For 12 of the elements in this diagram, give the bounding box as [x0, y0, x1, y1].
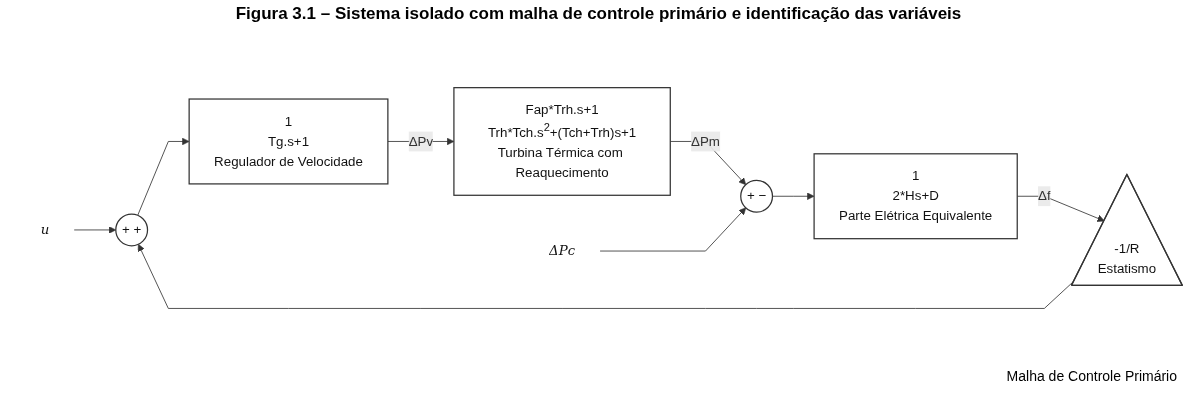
edge-label: Δf	[1037, 188, 1051, 203]
edge-label: ΔPv	[408, 133, 433, 149]
figure-title: Figura 3.1 – Sistema isolado com malha de controle primário e identificação das variáveis	[234, 3, 963, 25]
node-text: u	[40, 221, 49, 238]
loop-label: Malha de Controle Primário	[1006, 368, 1177, 384]
node-box: 1 Tg.s+1 Regulador de Velocidade	[188, 98, 388, 185]
node-circle: + −	[739, 179, 773, 213]
node-text: ΔPc	[548, 242, 575, 259]
node-circle: + +	[114, 213, 148, 247]
node-box: Fap*Trh.s+1 Trh*Tch.s$^{2}$+(Tch+Trh)s+1 Turbina Térmica com Reaquecimento	[452, 86, 671, 196]
node-box: 1 2*Hs+D Parte Elétrica Equivalente	[812, 153, 1018, 240]
edge-label: ΔPm	[690, 133, 720, 149]
